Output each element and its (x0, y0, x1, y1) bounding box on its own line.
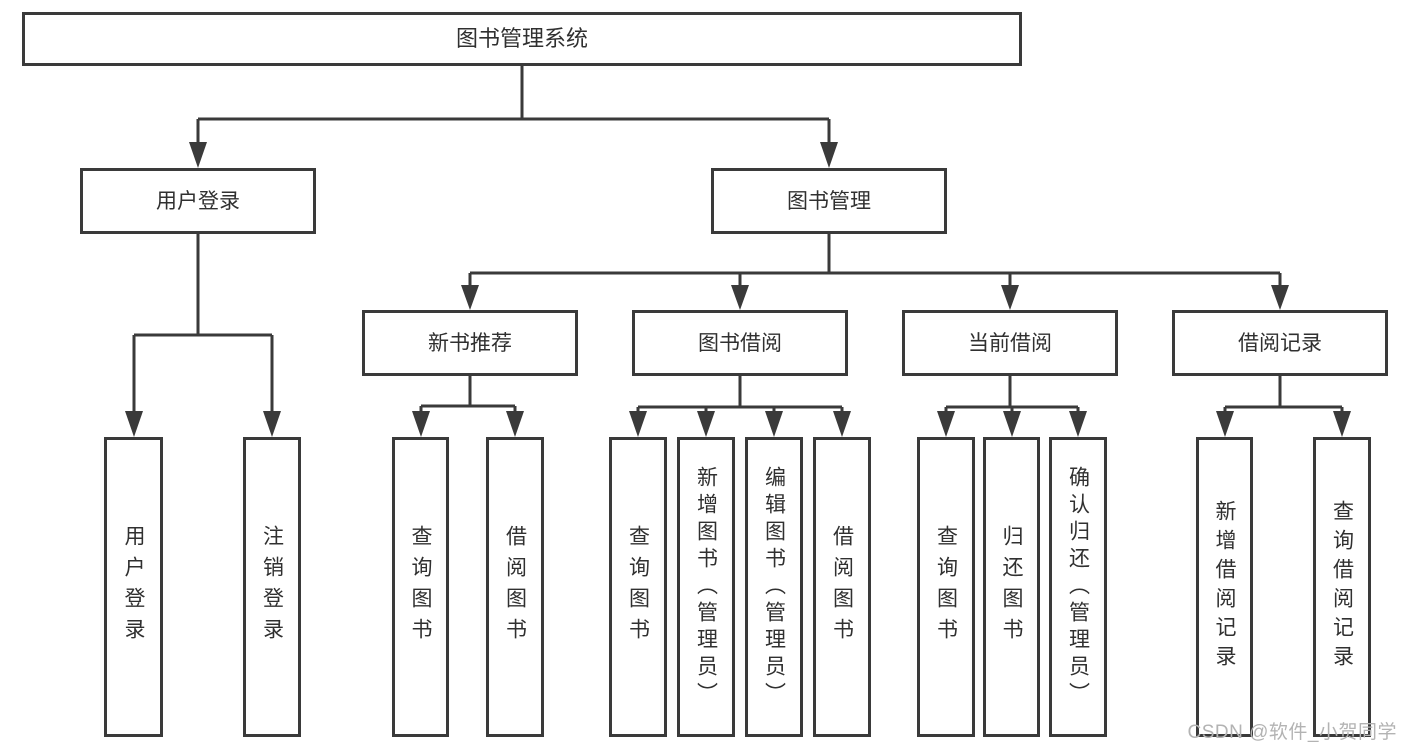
node-leaf-bb-query: 查询图书 (609, 437, 667, 737)
node-leaf-cb-return-label: 归还图书 (1000, 525, 1023, 649)
node-user-login-label: 用户登录 (156, 189, 240, 213)
node-root: 图书管理系统 (22, 12, 1022, 66)
node-leaf-logout-label: 注销登录 (260, 525, 284, 649)
node-user-login: 用户登录 (80, 168, 316, 234)
node-new-books-label: 新书推荐 (428, 331, 512, 355)
node-leaf-cb-confirm: 确认归还（管理员） (1049, 437, 1107, 737)
node-leaf-br-add: 新增借阅记录 (1196, 437, 1253, 737)
node-leaf-cb-query: 查询图书 (917, 437, 975, 737)
node-leaf-cb-confirm-label: 确认归还（管理员） (1066, 465, 1090, 709)
node-book-borrow-label: 图书借阅 (698, 331, 782, 355)
node-book-borrow: 图书借阅 (632, 310, 848, 376)
node-book-mgmt-label: 图书管理 (787, 189, 871, 213)
node-leaf-user-login-label: 用户登录 (122, 525, 145, 649)
node-new-books: 新书推荐 (362, 310, 578, 376)
node-root-label: 图书管理系统 (455, 26, 588, 51)
node-leaf-bb-add: 新增图书（管理员） (677, 437, 735, 737)
node-leaf-bb-add-label: 新增图书（管理员） (694, 465, 718, 709)
node-leaf-logout: 注销登录 (243, 437, 301, 737)
node-leaf-nb-query-label: 查询图书 (409, 525, 432, 649)
node-leaf-cb-query-label: 查询图书 (934, 525, 958, 649)
node-leaf-br-query: 查询借阅记录 (1313, 437, 1371, 737)
node-borrow-records-label: 借阅记录 (1238, 331, 1322, 355)
node-leaf-bb-edit-label: 编辑图书（管理员） (762, 465, 786, 709)
node-borrow-records: 借阅记录 (1172, 310, 1388, 376)
node-leaf-user-login: 用户登录 (104, 437, 163, 737)
node-leaf-nb-borrow-label: 借阅图书 (503, 525, 527, 649)
node-current-borrow: 当前借阅 (902, 310, 1118, 376)
watermark-text: CSDN @软件_小贺同学 (1187, 722, 1397, 743)
node-current-borrow-label: 当前借阅 (968, 331, 1052, 355)
node-leaf-bb-query-label: 查询图书 (626, 525, 650, 649)
node-leaf-bb-borrow: 借阅图书 (813, 437, 871, 737)
node-leaf-nb-borrow: 借阅图书 (486, 437, 544, 737)
node-book-mgmt: 图书管理 (711, 168, 947, 234)
node-leaf-br-query-label: 查询借阅记录 (1330, 500, 1354, 674)
node-leaf-bb-edit: 编辑图书（管理员） (745, 437, 803, 737)
node-leaf-br-add-label: 新增借阅记录 (1213, 500, 1236, 674)
node-leaf-cb-return: 归还图书 (983, 437, 1040, 737)
node-leaf-bb-borrow-label: 借阅图书 (830, 525, 854, 649)
node-leaf-nb-query: 查询图书 (392, 437, 449, 737)
